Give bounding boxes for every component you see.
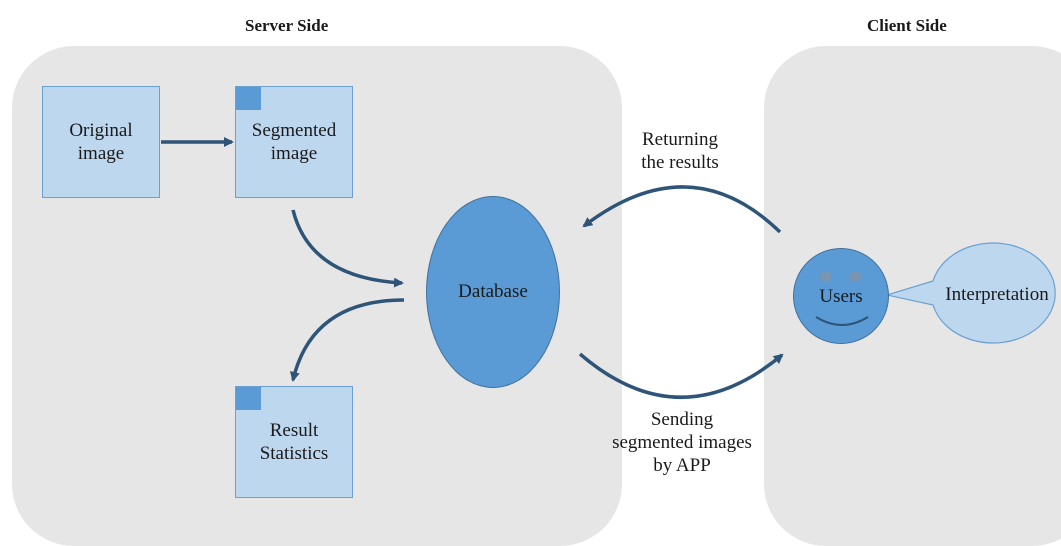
document-corner-marker <box>236 87 261 110</box>
result-statistics-label-line2: Statistics <box>259 443 329 464</box>
right-eye-icon <box>850 271 861 282</box>
returning-results-label: Returning the results <box>600 128 760 174</box>
sending-label-line1: Sending <box>650 409 714 430</box>
document-corner-marker <box>236 387 261 410</box>
original-image-label-line1: Original <box>69 120 133 141</box>
database-label: Database <box>458 281 528 302</box>
sending-label-line3: by APP <box>653 455 711 476</box>
segmented-image-label-line2: image <box>270 143 318 164</box>
interpretation-speech-bubble <box>884 242 1056 344</box>
result-statistics-box: Result Statistics <box>235 386 353 498</box>
left-eye-icon <box>820 271 831 282</box>
segmented-image-box: Segmented image <box>235 86 353 198</box>
arrow-segmented-to-database <box>291 209 404 288</box>
smile-icon <box>815 316 869 326</box>
returning-label-line2: the results <box>641 152 719 173</box>
sending-images-label: Sending segmented images by APP <box>582 408 782 477</box>
client-side-heading: Client Side <box>867 16 947 35</box>
returning-label-line1: Returning <box>642 129 718 150</box>
sending-label-line2: segmented images <box>612 432 752 453</box>
result-statistics-label-line1: Result <box>269 420 319 441</box>
users-smiley-node: Users <box>793 248 889 344</box>
server-side-heading: Server Side <box>245 16 329 35</box>
interpretation-label: Interpretation <box>945 284 1049 305</box>
database-node: Database <box>426 196 560 388</box>
original-image-label-line2: image <box>77 143 125 164</box>
segmented-image-label-line1: Segmented <box>251 120 337 141</box>
arrow-database-to-result <box>289 298 405 382</box>
arrow-users-to-database <box>582 185 782 234</box>
arrow-database-to-users <box>578 352 784 399</box>
original-image-box: Original image <box>42 86 160 198</box>
users-label: Users <box>819 286 863 307</box>
